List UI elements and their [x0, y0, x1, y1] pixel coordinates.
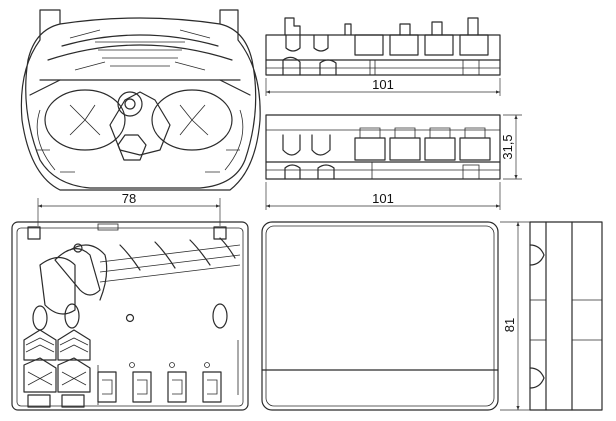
dimension-label-top-width: 101 — [372, 77, 394, 92]
dimension-label-side-height: 31,5 — [500, 134, 515, 159]
splice-cassette-view — [20, 9, 261, 191]
dimension-label-side-width: 101 — [372, 191, 394, 206]
cover-view — [261, 221, 499, 411]
side-view-upper: 101 — [265, 17, 501, 96]
side-profile-view: 81 — [500, 221, 603, 411]
side-view-lower: 31,5 101 — [265, 114, 522, 210]
dimension-label-height: 81 — [502, 318, 517, 332]
base-tray-view — [11, 221, 249, 411]
inner-span-dimension: 78 — [37, 191, 221, 226]
dimension-label-inner-span: 78 — [122, 191, 136, 206]
